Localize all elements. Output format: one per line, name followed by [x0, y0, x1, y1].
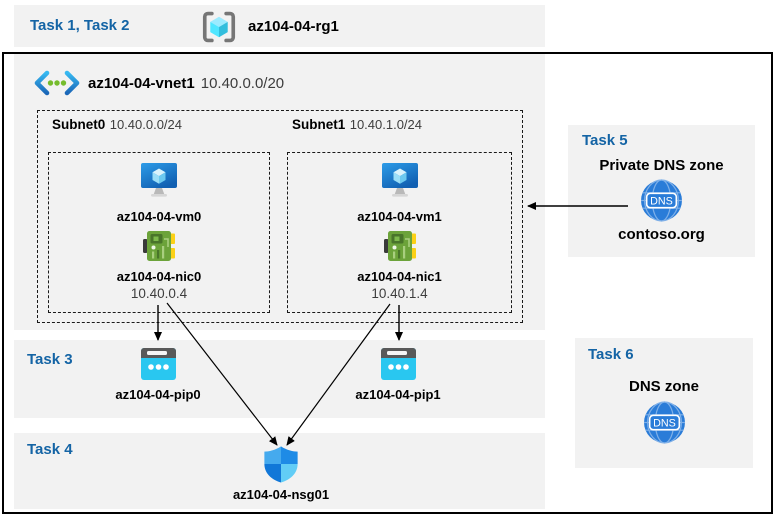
dns-icon-text: DNS [650, 195, 673, 207]
subnet1-name: Subnet1 [292, 117, 346, 132]
vnet-name: az104-04-vnet1 [88, 74, 195, 92]
pip1-name: az104-04-pip1 [355, 387, 441, 402]
private-dns-zone-name: contoso.org [618, 226, 705, 243]
nic1-icon [383, 229, 417, 263]
dns-globe-icon: DNS [643, 401, 686, 444]
resource-group-band: Task 1, Task 2 az104-04-rg1 [14, 5, 545, 47]
subnet0-name: Subnet0 [52, 117, 106, 132]
dns-zone-group: DNS zone DNS [575, 378, 753, 444]
resource-group-icon [200, 8, 238, 46]
public-ip-icon [140, 347, 177, 381]
vm1-name: az104-04-vm1 [357, 209, 442, 224]
virtual-machine-icon [380, 160, 420, 200]
dns-zone-title: DNS zone [628, 378, 699, 395]
private-dns-group: Private DNS zone DNS contoso.org [568, 157, 755, 243]
vm0-name: az104-04-vm0 [116, 209, 202, 224]
task-1-2-label: Task 1, Task 2 [30, 17, 130, 34]
pip1-group: az104-04-pip1 [338, 347, 458, 402]
nic0-icon [142, 229, 176, 263]
task6-box: Task 6 DNS zone DNS [575, 338, 753, 468]
subnet1-box: az104-04-vm1 az104-04-nic1 10.40.1. [287, 152, 512, 313]
task5-label: Task 5 [582, 132, 628, 149]
pip0-group: az104-04-pip0 [98, 347, 218, 402]
nic1-name: az104-04-nic1 [357, 269, 442, 284]
subnets-outer-dashed-box [37, 110, 523, 323]
nic0-name: az104-04-nic0 [116, 269, 202, 284]
subnet0-box: az104-04-vm0 az104-04-nic0 10.40.0. [48, 152, 270, 313]
subnet0-label: Subnet0 10.40.0.0/24 [52, 116, 182, 134]
nsg-name: az104-04-nsg01 [232, 487, 330, 502]
task3-label: Task 3 [27, 351, 73, 368]
subnet0-cidr: 10.40.0.0/24 [109, 117, 183, 132]
nic1-ip: 10.40.1.4 [371, 286, 428, 301]
task4-band: Task 4 az104-04-nsg0 [14, 433, 545, 509]
virtual-network-icon [34, 70, 80, 96]
vnet-header: az104-04-vnet1 10.40.0.0/20 [34, 70, 284, 96]
nsg-group: az104-04-nsg01 [221, 445, 341, 502]
task6-label: Task 6 [588, 346, 634, 363]
task4-label: Task 4 [27, 441, 73, 458]
private-dns-title: Private DNS zone [599, 157, 724, 174]
dns-globe-icon: DNS [640, 179, 683, 222]
virtual-machine-icon [139, 160, 179, 200]
dns-icon-text: DNS [653, 417, 676, 429]
public-ip-icon [380, 347, 417, 381]
pip0-name: az104-04-pip0 [115, 387, 201, 402]
nic0-ip: 10.40.0.4 [130, 286, 188, 301]
task5-box: Task 5 Private DNS zone DNS contoso.org [568, 125, 755, 257]
subnet1-label: Subnet1 10.40.1.0/24 [292, 116, 422, 134]
resource-group-name: az104-04-rg1 [248, 18, 339, 35]
vnet-cidr: 10.40.0.0/20 [200, 74, 285, 92]
subnet1-cidr: 10.40.1.0/24 [349, 117, 423, 132]
shield-icon [262, 445, 300, 483]
vnet-region: az104-04-vnet1 10.40.0.0/20 Subnet0 10.4… [14, 54, 545, 330]
task3-band: Task 3 az104-04-pip0 [14, 340, 545, 418]
